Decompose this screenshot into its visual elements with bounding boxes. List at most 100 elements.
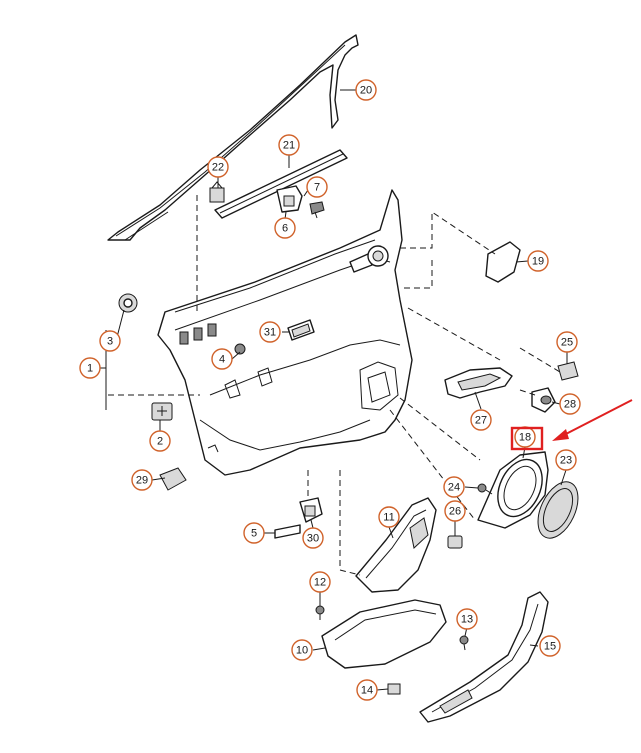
callout-number: 18 <box>519 432 531 444</box>
bracket-6-part <box>276 185 303 213</box>
callout-number: 14 <box>361 685 373 697</box>
callout-ring <box>309 571 331 593</box>
cover-19-part <box>485 241 521 283</box>
callout-15: 15 <box>539 635 561 657</box>
callout-ring <box>356 679 378 701</box>
screw-13-part <box>459 635 469 651</box>
callout-4: 4 <box>211 348 233 370</box>
callout-ring <box>355 79 377 101</box>
callout-24: 24 <box>443 476 465 498</box>
callout-13: 13 <box>456 608 478 630</box>
callout-ring <box>470 409 492 431</box>
callout-ring <box>443 476 465 498</box>
clip-22-part <box>209 181 225 203</box>
callout-28: 28 <box>559 393 581 415</box>
screw-24-part <box>477 483 493 495</box>
callout-1: 1 <box>79 357 101 379</box>
callout-number: 23 <box>560 455 572 467</box>
grommet-3-part <box>118 293 138 313</box>
callout-6: 6 <box>274 217 296 239</box>
armrest-pad-10-part <box>321 599 447 669</box>
clip-5-part <box>274 524 301 539</box>
callout-12: 12 <box>309 571 331 593</box>
callout-ring <box>274 217 296 239</box>
callout-number: 6 <box>282 223 288 235</box>
callout-number: 12 <box>314 577 326 589</box>
callout-number: 11 <box>383 512 394 524</box>
callout-number: 1 <box>87 363 93 375</box>
screw-4-part <box>234 343 246 355</box>
callout-30: 30 <box>302 527 324 549</box>
callout-ring <box>99 330 121 352</box>
clip-29-part <box>159 467 187 491</box>
callout-ring <box>527 250 549 272</box>
callout-number: 22 <box>212 162 224 174</box>
assembly-lines <box>108 195 561 576</box>
callout-ring <box>259 321 281 343</box>
highlight-box <box>510 426 544 451</box>
callout-number: 31 <box>264 327 276 339</box>
callout-number: 2 <box>157 436 163 448</box>
callout-19: 19 <box>527 250 549 272</box>
armrest-11-part <box>355 497 437 593</box>
callout-ring <box>79 357 101 379</box>
cap-2-part <box>151 402 173 421</box>
callout-number: 25 <box>561 337 573 349</box>
callout-ring <box>456 608 478 630</box>
callout-number: 5 <box>251 528 257 540</box>
callout-ring <box>291 639 313 661</box>
callout-number: 24 <box>448 482 460 494</box>
window-frame-trim-part <box>107 34 359 241</box>
callout-number: 28 <box>564 399 576 411</box>
callout-number: 30 <box>307 533 319 545</box>
callout-number: 7 <box>314 182 320 194</box>
callout-number: 21 <box>283 140 295 152</box>
screw-7-part <box>309 201 325 219</box>
cap-25-part <box>557 361 579 381</box>
callout-ring <box>556 331 578 353</box>
trim-strip-part <box>214 149 348 219</box>
callout-20: 20 <box>355 79 377 101</box>
callout-ring <box>131 469 153 491</box>
clip-26-part <box>447 535 463 549</box>
callout-2: 2 <box>149 430 171 452</box>
callout-14: 14 <box>356 679 378 701</box>
callout-number: 20 <box>360 85 372 97</box>
callout-ring <box>243 522 265 544</box>
callout-number: 13 <box>461 614 473 626</box>
callout-ring <box>444 500 466 522</box>
bracket-30-part <box>299 497 323 523</box>
callout-18: 18 <box>514 426 536 448</box>
callout-ring <box>378 506 400 528</box>
callout-number: 26 <box>449 506 461 518</box>
callout-31: 31 <box>259 321 281 343</box>
callout-11: 11 <box>378 506 400 528</box>
callout-5: 5 <box>243 522 265 544</box>
callout-10: 10 <box>291 639 313 661</box>
callout-ring <box>211 348 233 370</box>
callout-26: 26 <box>444 500 466 522</box>
callout-number: 3 <box>107 336 113 348</box>
callout-number: 29 <box>136 475 148 487</box>
callout-ring <box>559 393 581 415</box>
callout-ring <box>555 449 577 471</box>
callout-ring <box>207 156 229 178</box>
callout-3: 3 <box>99 330 121 352</box>
lever-28-part <box>531 387 556 413</box>
speaker-trim-18-part <box>477 451 549 529</box>
callout-number: 4 <box>219 354 225 366</box>
switch-31-part <box>287 319 315 341</box>
callout-22: 22 <box>207 156 229 178</box>
callout-25: 25 <box>556 331 578 353</box>
screw-12-part <box>315 605 325 620</box>
callout-29: 29 <box>131 469 153 491</box>
callout-number: 19 <box>532 256 544 268</box>
callout-number: 15 <box>544 641 556 653</box>
callout-ring <box>149 430 171 452</box>
callout-number: 27 <box>475 415 487 427</box>
callout-7: 7 <box>306 176 328 198</box>
callout-ring <box>278 134 300 156</box>
